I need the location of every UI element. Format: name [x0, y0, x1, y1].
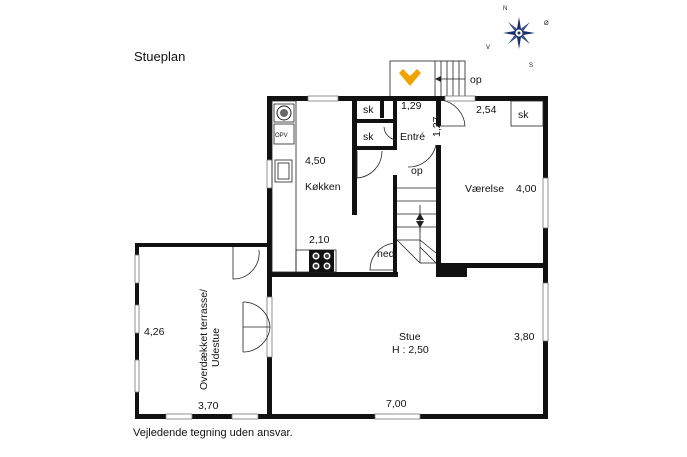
doors: [232, 99, 466, 353]
living-name: Stue: [399, 331, 421, 343]
kitchen-dim-bottom: 2,10: [309, 234, 330, 246]
entrance-dim-side: 1,27: [431, 116, 443, 137]
bedroom-dim-side: 4,00: [516, 183, 537, 195]
entrance-steps: op: [389, 60, 482, 98]
closet-upper-label: sk: [363, 104, 374, 116]
kitchen-name: Køkken: [305, 181, 341, 193]
terrace-name-line1: Overdækket terrasse/: [198, 289, 210, 390]
bedroom-name: Værelse: [465, 183, 504, 195]
disclaimer: Vejledende tegning uden ansvar.: [133, 427, 293, 439]
kitchen-fixtures: OPV: [271, 100, 337, 273]
compass-arrow-west-icon: [503, 30, 518, 36]
compass-north-label: N: [503, 6, 507, 12]
walls: [135, 96, 548, 419]
terrace-dim-bottom: 3,70: [198, 400, 219, 412]
windows: [134, 95, 549, 420]
compass-south-label: S: [529, 63, 533, 69]
terrace-name-line2: Udestue: [210, 328, 222, 367]
compass-arrow-north-icon: [516, 17, 522, 32]
entrance-dim-top: 1,29: [401, 100, 422, 112]
living-height: H : 2,50: [392, 344, 429, 356]
stove-icon: [309, 250, 334, 272]
entrance-arrow-icon: [399, 69, 421, 86]
room-labels: Køkken 4,50 2,10 Entré 1,29 1,27 sk sk s…: [144, 100, 537, 412]
terrace-dim-side: 4,26: [144, 326, 165, 338]
bedroom-dim-top: 2,54: [476, 104, 497, 116]
living-dim-side: 3,80: [514, 331, 535, 343]
closet-bedroom-label: sk: [518, 109, 529, 121]
kitchen-dim-side: 4,50: [305, 155, 326, 167]
stair-down-label: ned: [377, 248, 395, 260]
inside-stair-up-label: op: [411, 165, 423, 177]
outside-stair-label: op: [470, 74, 482, 86]
appliance-label: OPV: [275, 133, 288, 139]
closet-lower-label: sk: [363, 131, 374, 143]
compass-arrow-south-icon: [516, 34, 522, 49]
entrance-name: Entré: [400, 131, 425, 143]
compass-east-label: Ø: [544, 21, 549, 27]
internal-stair: [396, 187, 437, 264]
compass: N Ø S V: [486, 6, 549, 69]
compass-arrow-east-icon: [520, 30, 535, 36]
living-dim-bottom: 7,00: [386, 398, 407, 410]
compass-west-label: V: [486, 45, 490, 51]
sink-icon: [274, 159, 293, 183]
bedroom-closet: [510, 100, 544, 127]
plan-title: Stueplan: [134, 49, 185, 64]
